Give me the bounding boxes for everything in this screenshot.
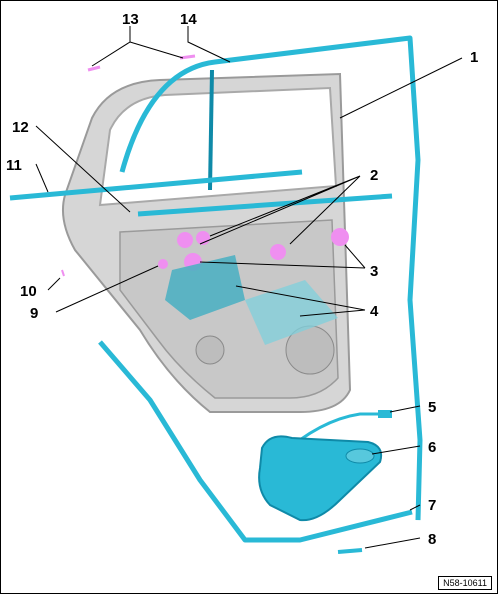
cable-connector	[378, 410, 392, 418]
figure-id-label: N58-10611	[438, 576, 492, 590]
leader-lines	[35, 26, 463, 549]
callout-5: 5	[428, 399, 436, 416]
inner-cover-hole	[345, 448, 375, 464]
small-clip-13	[87, 65, 101, 72]
callout-13: 13	[122, 11, 139, 28]
callout-11: 11	[6, 157, 22, 174]
outer-window-strip	[9, 169, 303, 201]
callout-9: 9	[30, 305, 38, 322]
callout-4: 4	[370, 303, 379, 320]
trim-strip	[337, 548, 363, 554]
callout-1: 1	[470, 49, 478, 66]
callout-6: 6	[428, 439, 436, 456]
lower-door-seal	[98, 340, 413, 543]
sealing-film-left	[165, 255, 245, 320]
callout-8: 8	[428, 531, 436, 548]
callout-12: 12	[12, 119, 29, 136]
small-clip-10	[61, 269, 65, 277]
callout-2: 2	[370, 167, 378, 184]
inner-window-strip	[137, 193, 393, 217]
callout-7: 7	[428, 497, 436, 514]
callout-10: 10	[20, 283, 37, 300]
window-channel-seal	[119, 35, 423, 521]
callout-3: 3	[370, 263, 378, 280]
window-guide-rail	[208, 69, 214, 191]
callout-14: 14	[180, 11, 197, 28]
sealing-film-right	[245, 280, 338, 345]
